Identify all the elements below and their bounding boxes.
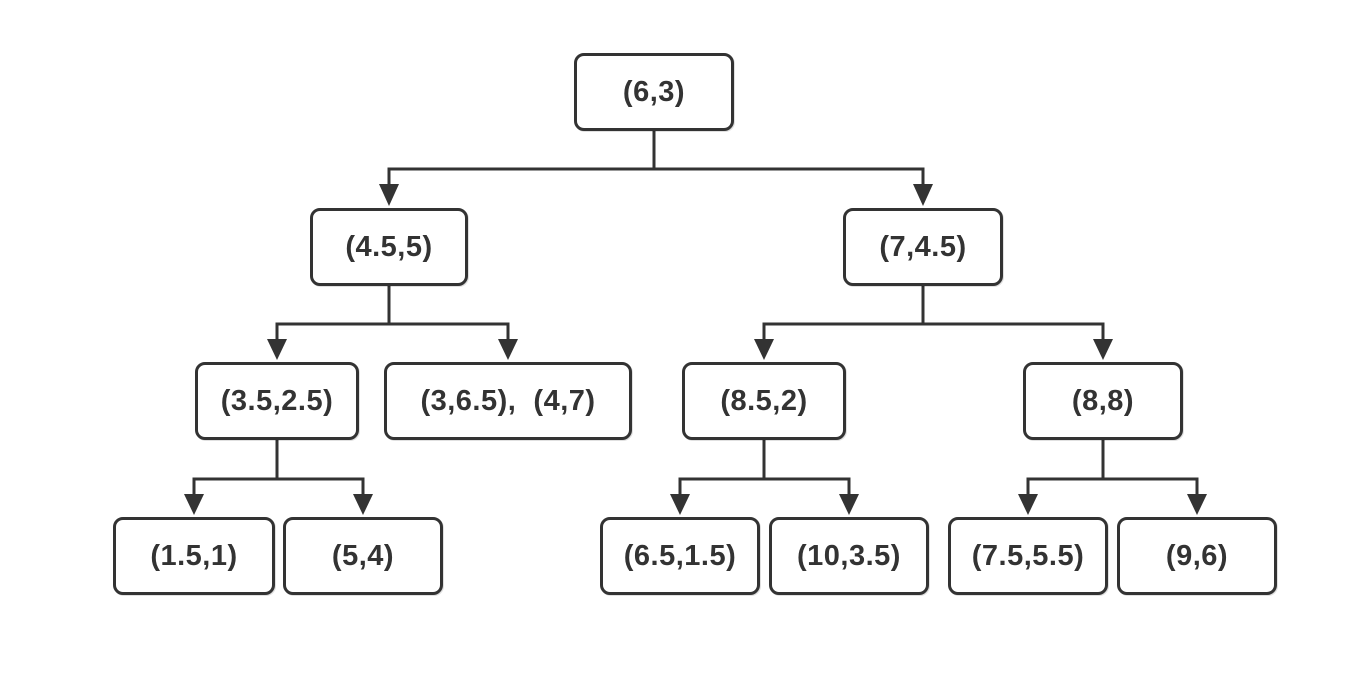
tree-node-1p5-1: (1.5,1) [113, 517, 275, 595]
tree-node-label: (8,8) [1071, 384, 1135, 417]
arrowhead-icon [839, 494, 859, 515]
tree-node-5-4: (5,4) [283, 517, 443, 595]
tree-node-8p5-2: (8.5,2) [682, 362, 846, 440]
arrowhead-icon [1093, 339, 1113, 360]
connector-l-children [267, 284, 518, 360]
tree-node-10-3p5: (10,3.5) [769, 517, 929, 595]
arrowhead-icon [267, 339, 287, 360]
arrowhead-icon [379, 184, 399, 206]
tree-node-label: (8.5,2) [720, 384, 808, 417]
arrowhead-icon [670, 494, 690, 515]
tree-node-label: (6.5,1.5) [623, 539, 737, 572]
arrowhead-icon [353, 494, 373, 515]
tree-node-7p5-5p5: (7.5,5.5) [948, 517, 1108, 595]
connector-root-children [379, 129, 933, 206]
tree-node-label: (5,4) [331, 539, 395, 572]
arrowhead-icon [184, 494, 204, 515]
tree-node-3-6p5-and-4-7: (3,6.5), (4,7) [384, 362, 632, 440]
tree-node-label: (7,4.5) [879, 230, 967, 263]
tree-node-6p5-1p5: (6.5,1.5) [600, 517, 760, 595]
arrowhead-icon [913, 184, 933, 206]
tree-node-9-6: (9,6) [1117, 517, 1277, 595]
arrowhead-icon [498, 339, 518, 360]
arrowhead-icon [1187, 494, 1207, 515]
tree-node-label: (10,3.5) [797, 539, 901, 572]
tree-node-label: (9,6) [1165, 539, 1229, 572]
tree-node-label: (7.5,5.5) [971, 539, 1085, 572]
tree-node-label: (3,6.5), (4,7) [420, 384, 596, 417]
tree-node-label: (1.5,1) [150, 539, 238, 572]
tree-node-8-8: (8,8) [1023, 362, 1183, 440]
tree-node-label: (6,3) [622, 75, 686, 108]
arrowhead-icon [1018, 494, 1038, 515]
tree-node-4p5-5: (4.5,5) [310, 208, 468, 286]
connector-rl-children [670, 436, 859, 515]
tree-node-7-4p5: (7,4.5) [843, 208, 1003, 286]
arrowhead-icon [754, 339, 774, 360]
connector-ll-children [184, 436, 373, 515]
tree-node-3p5-2p5: (3.5,2.5) [195, 362, 359, 440]
connector-rr-children [1018, 436, 1207, 515]
connector-r-children [754, 284, 1113, 360]
tree-node-6-3: (6,3) [574, 53, 734, 131]
tree-node-label: (3.5,2.5) [220, 384, 334, 417]
tree-node-label: (4.5,5) [345, 230, 433, 263]
